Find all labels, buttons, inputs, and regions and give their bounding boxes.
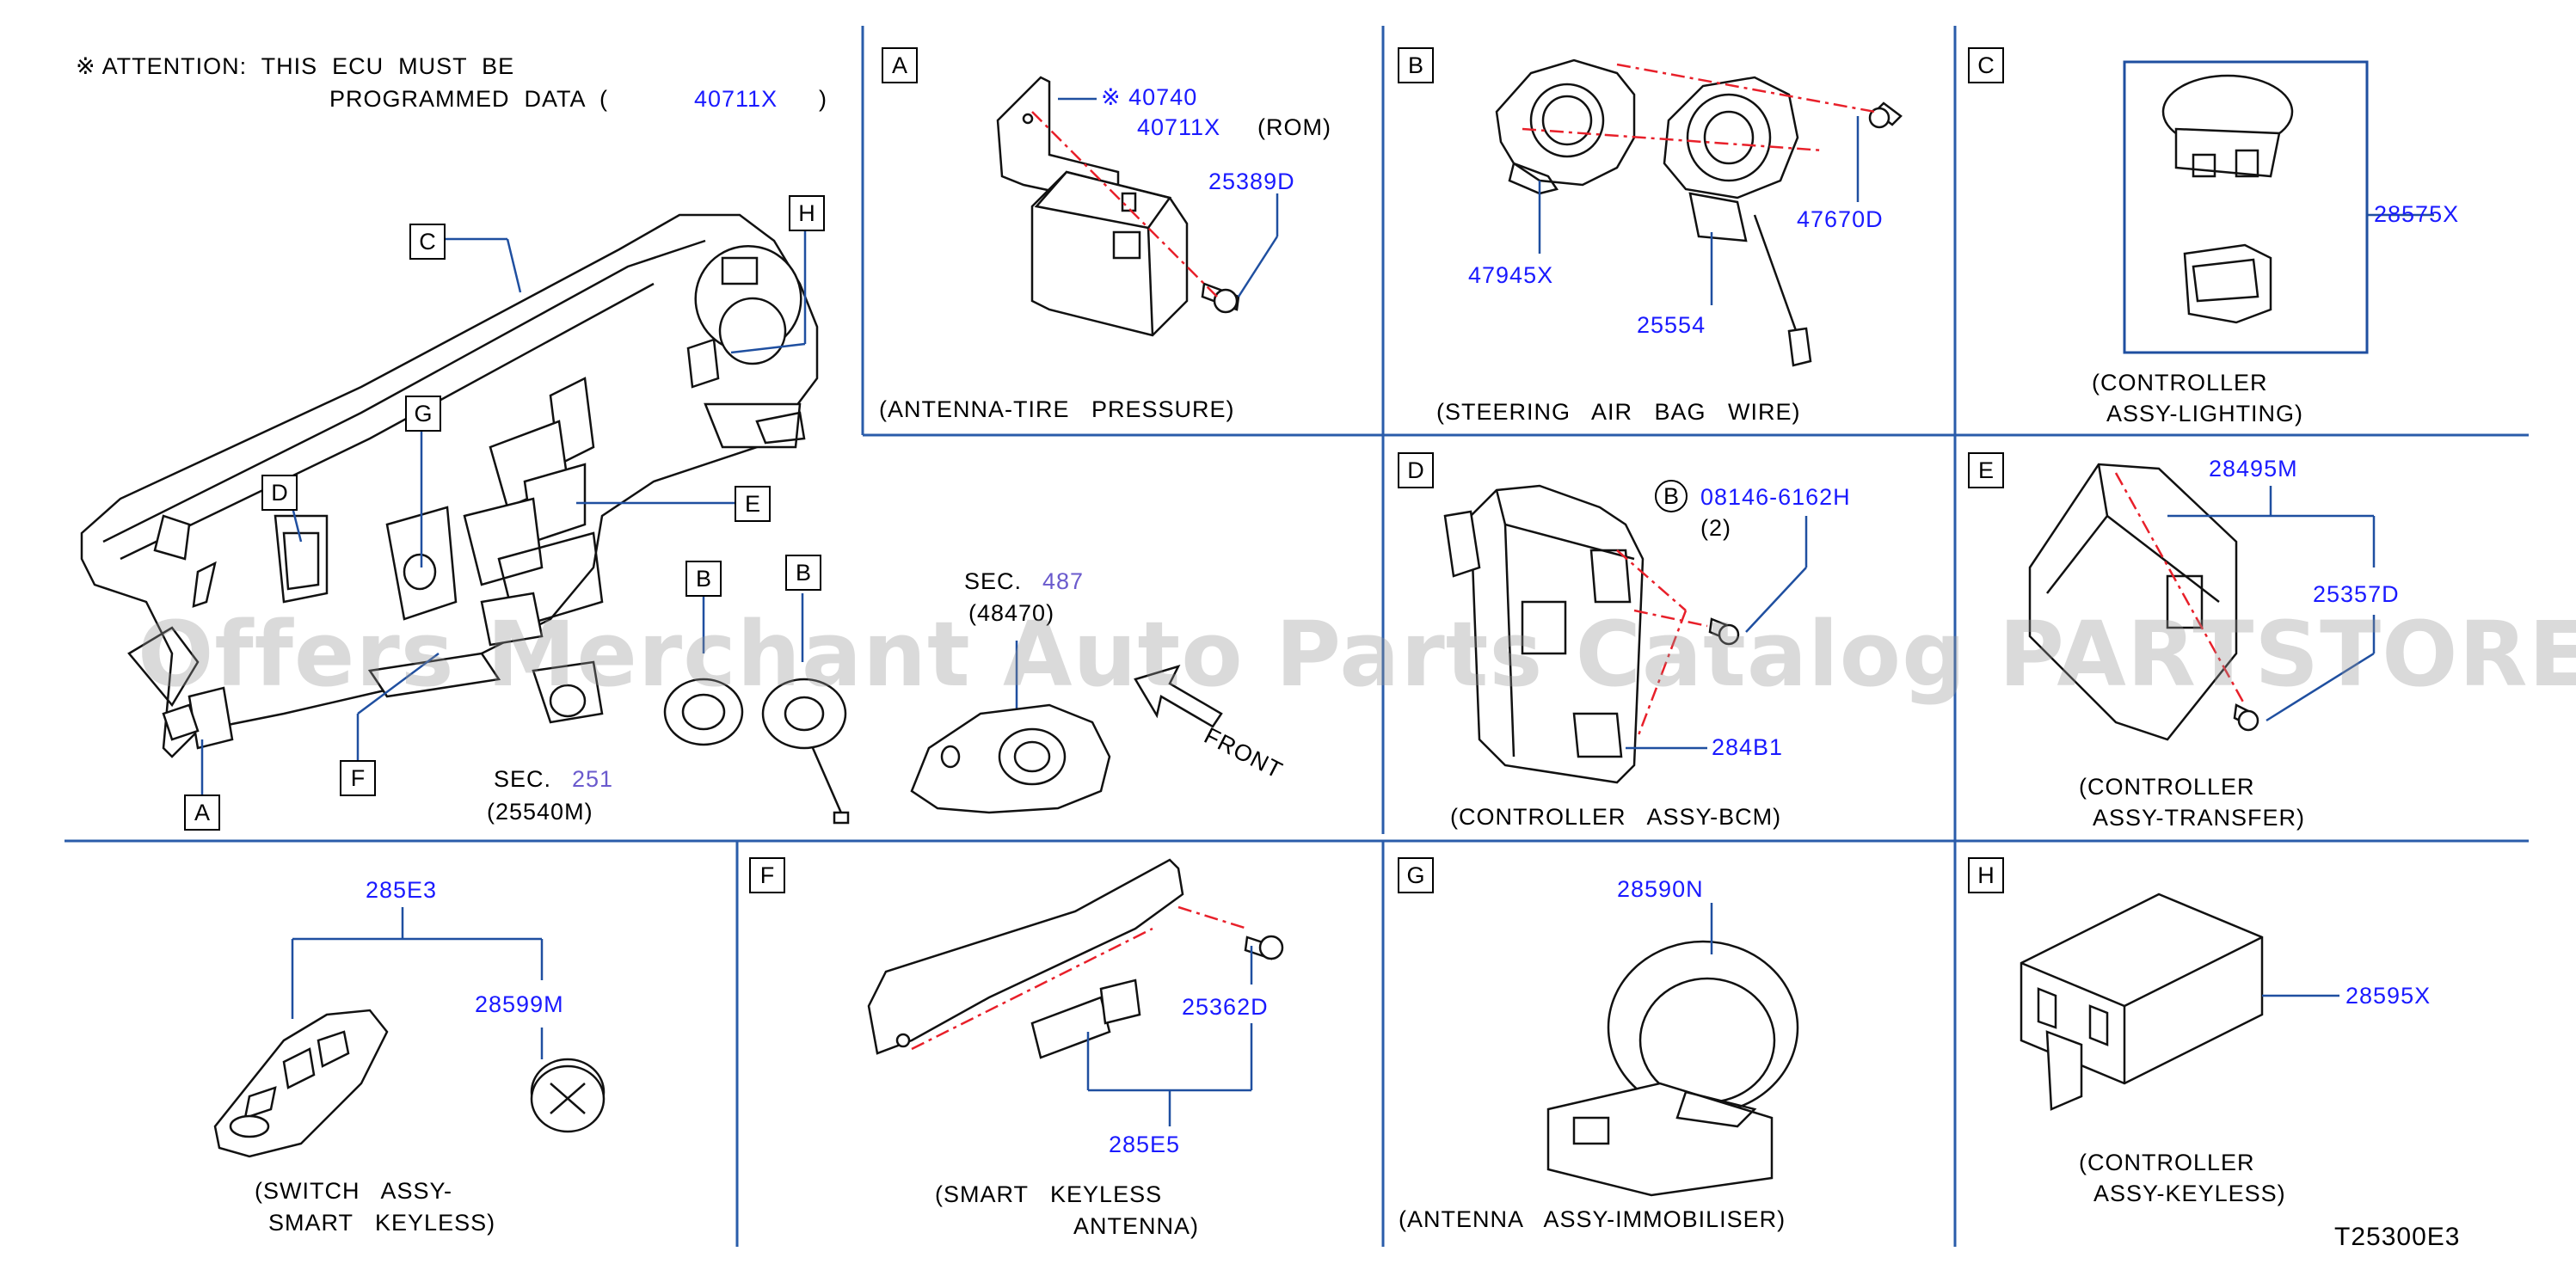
tpms-antenna-drawing [996, 76, 1240, 337]
transfer-centerline [2114, 472, 2247, 706]
sec487-sub: (48470) [968, 600, 1055, 626]
antenna-centerlines [911, 905, 1248, 1051]
panel-e-caption-2: ASSY-TRANSFER) [2093, 805, 2306, 831]
transfer-controller-drawing [2028, 463, 2259, 741]
bolt-qty: (2) [1700, 515, 1731, 541]
bolt-ref-b: B [1655, 480, 1688, 512]
panel-b-caption: (STEERING AIR BAG WIRE) [1436, 399, 1801, 425]
panel-f-caption-1: (SMART KEYLESS [935, 1181, 1163, 1207]
panel-h-caption-2: ASSY-KEYLESS) [2093, 1181, 2286, 1206]
tpms-centerline [1031, 111, 1218, 298]
callout-a[interactable]: A [184, 794, 220, 831]
part-40711x[interactable]: 40711X [1137, 114, 1221, 140]
callout-e[interactable]: E [735, 486, 771, 522]
sec487-label: SEC. [964, 568, 1023, 594]
bcm-leaders [1626, 516, 1808, 750]
panel-a-letter: A [882, 47, 918, 83]
attention-line-1: ※ ATTENTION: THIS ECU MUST BE [76, 53, 515, 79]
part-25554[interactable]: 25554 [1637, 312, 1706, 338]
attention-close: ) [819, 86, 827, 112]
callout-f[interactable]: F [340, 760, 376, 796]
part-285e3[interactable]: 285E3 [366, 877, 438, 903]
part-28590n[interactable]: 28590N [1617, 876, 1704, 902]
lighting-sensor-frame [2123, 60, 2369, 354]
panel-h-caption-1: (CONTROLLER [2079, 1150, 2255, 1175]
part-25389d[interactable]: 25389D [1208, 169, 1295, 194]
smart-key-drawing [213, 1009, 606, 1158]
antenna-leaders [1086, 946, 1253, 1126]
part-25357d[interactable]: 25357D [2313, 581, 2400, 607]
panel-f-letter: F [749, 857, 785, 893]
overview-leaders [200, 228, 1018, 795]
bcm-centerlines [1616, 549, 1708, 736]
part-47945x[interactable]: 47945X [1468, 262, 1554, 288]
callout-d[interactable]: D [261, 475, 298, 511]
keyless-controller-drawing [2020, 893, 2264, 1111]
panel-d-letter: D [1398, 452, 1434, 488]
key-caption-2: SMART KEYLESS) [268, 1210, 496, 1236]
panel-grid [65, 26, 2529, 1247]
callout-c[interactable]: C [409, 224, 446, 260]
key-leaders [291, 907, 544, 1059]
column-cover-part [910, 703, 1111, 814]
part-285e5[interactable]: 285E5 [1109, 1132, 1181, 1157]
panel-c-caption-1: (CONTROLLER [2092, 370, 2268, 396]
sec251-sub: (25540M) [487, 799, 593, 825]
spiral-cable-drawing [1495, 58, 1903, 367]
diagram-code: T25300E3 [2334, 1223, 2461, 1251]
spiral-leaders [1538, 116, 1860, 305]
part-28595x[interactable]: 28595X [2345, 983, 2432, 1009]
panel-a-caption: (ANTENNA-TIRE PRESSURE) [879, 396, 1235, 422]
callout-b-2[interactable]: B [785, 555, 821, 591]
attention-code[interactable]: 40711X [694, 86, 778, 112]
transfer-leaders [2167, 486, 2376, 722]
keyless-antenna-drawing [867, 858, 1284, 1059]
part-28495m[interactable]: 28495M [2209, 456, 2298, 482]
part-28575x[interactable]: 28575X [2374, 201, 2460, 227]
front-arrow [1134, 664, 1223, 728]
tpms-leaders [1058, 97, 1279, 298]
part-47670d[interactable]: 47670D [1797, 206, 1884, 232]
sec487-number[interactable]: 487 [1042, 568, 1085, 594]
panel-h-letter: H [1968, 857, 2004, 893]
part-284b1[interactable]: 284B1 [1712, 734, 1784, 760]
part-25362d[interactable]: 25362D [1182, 994, 1269, 1020]
callout-b-1[interactable]: B [685, 561, 722, 597]
panel-c-letter: C [1968, 47, 2004, 83]
overview-spiral-parts [663, 678, 850, 825]
sec251-number[interactable]: 251 [572, 766, 614, 792]
rom-label: (ROM) [1257, 114, 1331, 140]
immobiliser-antenna-drawing [1546, 940, 1799, 1197]
key-caption-1: (SWITCH ASSY- [255, 1178, 453, 1204]
sec251-label: SEC. [494, 766, 552, 792]
attention-line-2: PROGRAMMED DATA ( [329, 86, 609, 112]
dashboard-illustration [80, 213, 819, 758]
callout-g[interactable]: G [405, 396, 441, 432]
callout-h[interactable]: H [789, 195, 825, 231]
panel-c-caption-2: ASSY-LIGHTING) [2106, 401, 2304, 426]
part-08146-6162h[interactable]: 08146-6162H [1700, 484, 1851, 510]
panel-g-caption: (ANTENNA ASSY-IMMOBILISER) [1399, 1206, 1786, 1232]
panel-e-letter: E [1968, 452, 2004, 488]
panel-b-letter: B [1398, 47, 1434, 83]
bcm-drawing [1443, 484, 1740, 784]
panel-d-caption: (CONTROLLER ASSY-BCM) [1450, 804, 1782, 830]
lighting-sensor-drawing [2161, 74, 2294, 324]
panel-g-letter: G [1398, 857, 1434, 893]
watermark: Offers Merchant Auto Parts Catalog PARTS… [138, 602, 2576, 707]
panel-e-caption-1: (CONTROLLER [2079, 774, 2255, 800]
panel-f-caption-2: ANTENNA) [1073, 1213, 1200, 1239]
part-40740[interactable]: ※ 40740 [1101, 84, 1198, 110]
part-28599m[interactable]: 28599M [475, 991, 564, 1017]
spiral-centerlines [1522, 63, 1876, 152]
